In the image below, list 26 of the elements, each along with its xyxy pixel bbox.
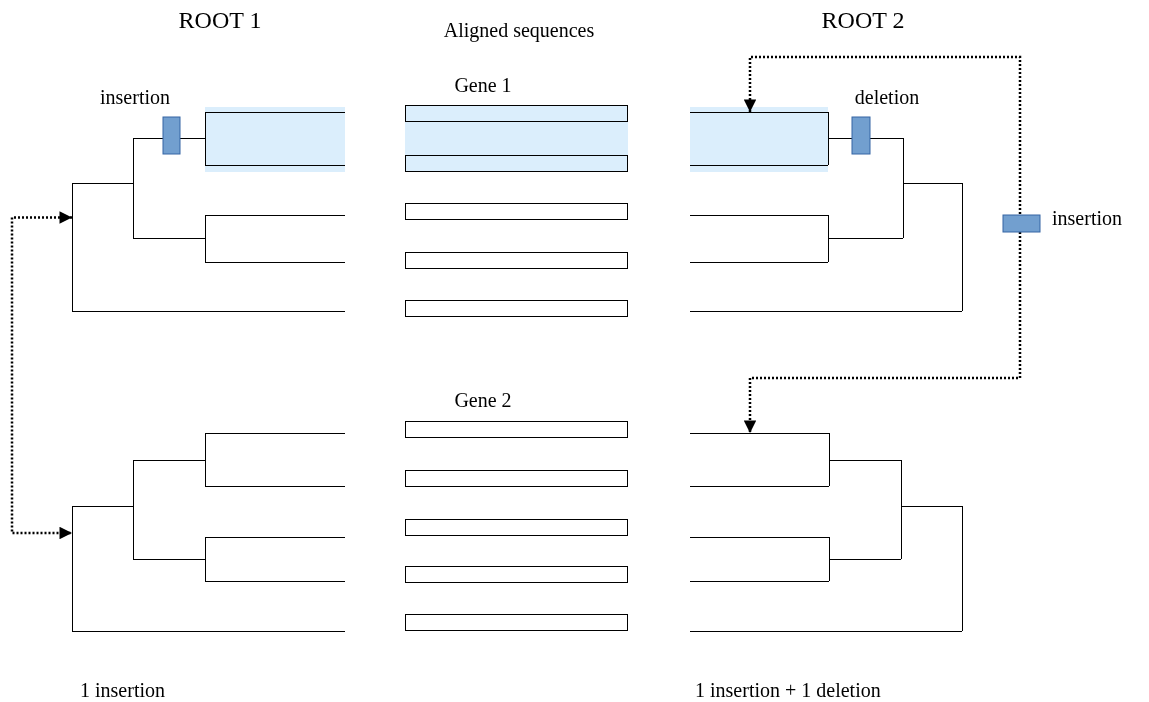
dotted-arrow	[10, 211, 72, 540]
sequence-bar	[405, 519, 628, 536]
summary-note: 1 insertion	[80, 680, 165, 700]
mark-label: deletion	[854, 87, 920, 107]
column-heading: Aligned sequences	[443, 20, 595, 40]
heading: ROOT 1	[178, 8, 262, 32]
gene-label: Gene 1	[454, 75, 512, 95]
sequence-bar	[405, 252, 628, 269]
sequence-bar	[405, 105, 628, 122]
tree-drawing	[72, 112, 345, 311]
heading: ROOT 2	[821, 8, 905, 32]
dotted-arrow	[743, 55, 1022, 433]
sequence-bar	[405, 203, 628, 220]
sequence-bar	[405, 566, 628, 583]
mark-label: insertion	[1052, 208, 1122, 228]
tree-drawing	[690, 112, 962, 311]
tree-drawing	[72, 433, 345, 631]
sequence-bar	[405, 300, 628, 317]
mark-label: insertion	[100, 87, 170, 107]
sequence-bar	[405, 614, 628, 631]
sequence-bar	[405, 155, 628, 172]
sequence-bar	[405, 470, 628, 487]
gene-label: Gene 2	[454, 390, 512, 410]
tree-drawing	[690, 433, 962, 631]
sequence-bar	[405, 421, 628, 438]
summary-note: 1 insertion + 1 deletion	[695, 680, 881, 700]
